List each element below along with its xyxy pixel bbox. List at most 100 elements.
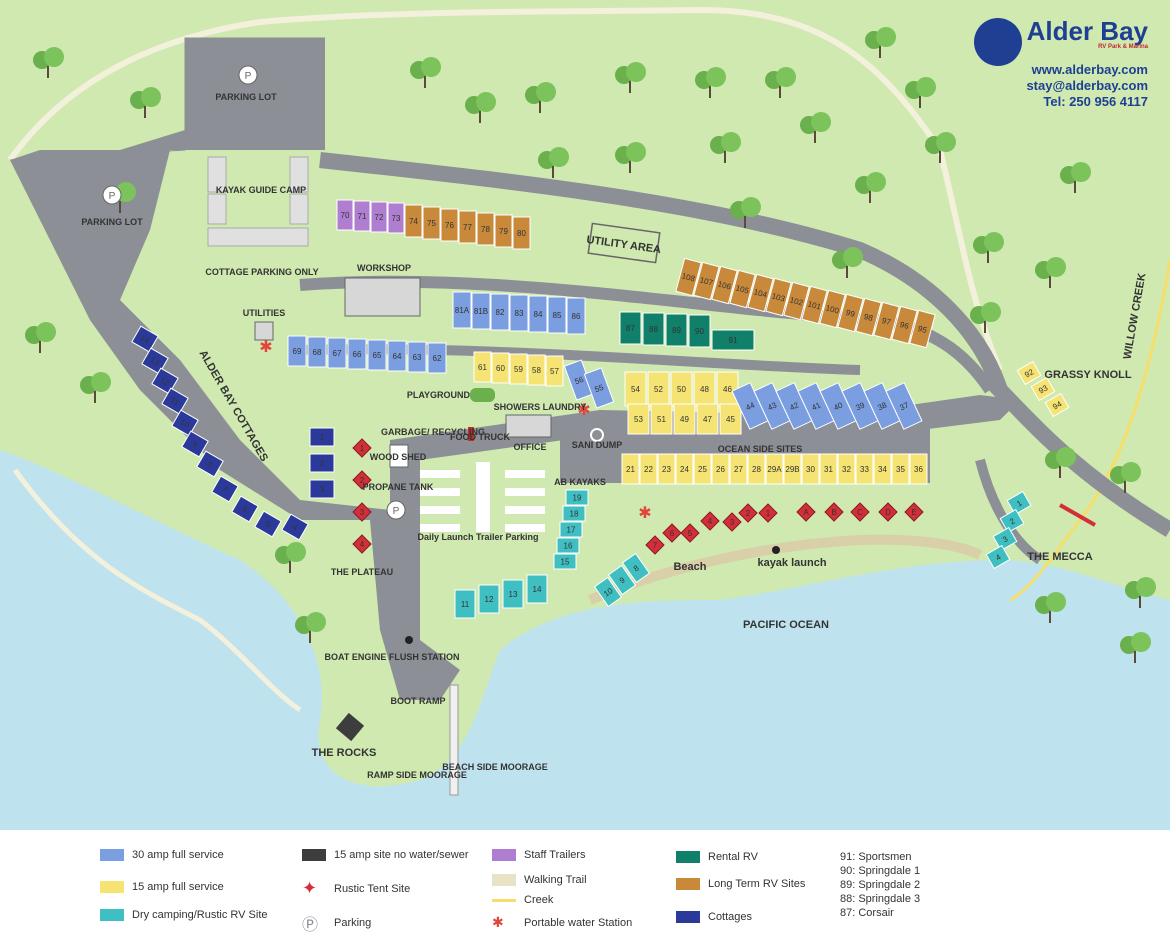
site-50[interactable]: 50 <box>670 371 693 407</box>
cottage-9[interactable]: 9 <box>181 430 209 458</box>
site-28[interactable]: 28 <box>747 453 766 485</box>
rental-site-88[interactable]: 88 <box>642 312 665 346</box>
longterm-site-78[interactable]: 78 <box>476 212 495 246</box>
tent-beach-A[interactable]: A <box>796 502 816 522</box>
site-60[interactable]: 60 <box>491 352 510 384</box>
cottage-5[interactable]: 5 <box>254 510 282 538</box>
dry-site-14[interactable]: 14 <box>526 574 548 604</box>
site-21[interactable]: 21 <box>621 453 640 485</box>
cottage-11[interactable]: 11 <box>161 387 189 415</box>
site-65[interactable]: 65 <box>367 339 387 371</box>
site-26[interactable]: 26 <box>711 453 730 485</box>
dry-site-16[interactable]: 16 <box>556 537 580 554</box>
tent-plateau-4[interactable]: 4 <box>352 534 372 554</box>
website-link[interactable]: www.alderbay.com <box>1031 62 1148 77</box>
site-35[interactable]: 35 <box>891 453 910 485</box>
longterm-site-77[interactable]: 77 <box>458 210 477 244</box>
site-42[interactable]: 42 <box>775 382 813 430</box>
site-46[interactable]: 46 <box>716 371 739 407</box>
site-82[interactable]: 82 <box>490 293 510 331</box>
tent-beach-5[interactable]: 5 <box>680 523 700 543</box>
tent-plateau-3[interactable]: 3 <box>352 502 372 522</box>
site-22[interactable]: 22 <box>639 453 658 485</box>
longterm-site-102[interactable]: 102 <box>783 281 810 321</box>
dry-site-3[interactable]: 3 <box>992 526 1018 552</box>
site-30[interactable]: 30 <box>801 453 820 485</box>
site-93[interactable]: 93 <box>1030 376 1056 402</box>
site-43[interactable]: 43 <box>753 382 791 430</box>
dry-site-8[interactable]: 8 <box>621 552 651 584</box>
longterm-site-100[interactable]: 100 <box>819 289 846 329</box>
cottage-4[interactable]: 4 <box>281 513 309 541</box>
site-66[interactable]: 66 <box>347 338 367 370</box>
staff-site-71[interactable]: 71 <box>353 200 371 232</box>
site-68[interactable]: 68 <box>307 336 327 368</box>
tent-beach-C[interactable]: C <box>850 502 870 522</box>
tent-beach-3[interactable]: 3 <box>722 512 742 532</box>
dry-site-10[interactable]: 10 <box>593 576 623 608</box>
site-33[interactable]: 33 <box>855 453 874 485</box>
dry-site-19[interactable]: 19 <box>565 489 589 506</box>
rental-site-90[interactable]: 90 <box>688 314 711 348</box>
site-37[interactable]: 37 <box>885 382 923 430</box>
tent-plateau-2[interactable]: 2 <box>352 470 372 490</box>
site-64[interactable]: 64 <box>387 340 407 372</box>
longterm-site-79[interactable]: 79 <box>494 214 513 248</box>
longterm-site-80[interactable]: 80 <box>512 216 531 250</box>
site-23[interactable]: 23 <box>657 453 676 485</box>
site-92[interactable]: 92 <box>1016 360 1042 386</box>
dry-site-18[interactable]: 18 <box>562 505 586 522</box>
longterm-site-97[interactable]: 97 <box>873 301 900 341</box>
tent-beach-6[interactable]: 6 <box>662 523 682 543</box>
tent-beach-2[interactable]: 2 <box>738 503 758 523</box>
tent-beach-4[interactable]: 4 <box>700 511 720 531</box>
site-29B[interactable]: 29B <box>783 453 802 485</box>
staff-site-70[interactable]: 70 <box>336 199 354 231</box>
longterm-site-103[interactable]: 103 <box>765 277 792 317</box>
longterm-site-101[interactable]: 101 <box>801 285 828 325</box>
tent-beach-E[interactable]: E <box>904 502 924 522</box>
site-29A[interactable]: 29A <box>765 453 784 485</box>
cottage-3[interactable]: 3 <box>309 479 335 499</box>
dry-site-11[interactable]: 11 <box>454 589 476 619</box>
site-94[interactable]: 94 <box>1044 392 1070 418</box>
dry-site-4[interactable]: 4 <box>985 544 1011 570</box>
dry-site-17[interactable]: 17 <box>559 521 583 538</box>
site-31[interactable]: 31 <box>819 453 838 485</box>
cottage-7[interactable]: 7 <box>211 475 239 503</box>
site-52[interactable]: 52 <box>647 371 670 407</box>
tent-beach-1[interactable]: 1 <box>758 503 778 523</box>
site-81B[interactable]: 81B <box>471 292 491 330</box>
site-83[interactable]: 83 <box>509 294 529 332</box>
site-51[interactable]: 51 <box>650 403 673 435</box>
rental-site-91[interactable]: 91 <box>711 329 755 351</box>
cottage-2[interactable]: 2 <box>309 453 335 473</box>
cottage-8[interactable]: 8 <box>196 450 224 478</box>
site-57[interactable]: 57 <box>545 355 564 387</box>
longterm-site-107[interactable]: 107 <box>693 261 720 301</box>
tent-beach-7[interactable]: 7 <box>645 535 665 555</box>
site-85[interactable]: 85 <box>547 296 567 334</box>
rental-site-87[interactable]: 87 <box>619 311 642 345</box>
longterm-site-98[interactable]: 98 <box>855 297 882 337</box>
site-86[interactable]: 86 <box>566 297 586 335</box>
rental-site-89[interactable]: 89 <box>665 313 688 347</box>
longterm-site-106[interactable]: 106 <box>711 265 738 305</box>
site-34[interactable]: 34 <box>873 453 892 485</box>
cottage-1[interactable]: 1 <box>309 427 335 447</box>
longterm-site-74[interactable]: 74 <box>404 204 423 238</box>
dry-site-12[interactable]: 12 <box>478 584 500 614</box>
site-55[interactable]: 55 <box>583 367 615 409</box>
dry-site-2[interactable]: 2 <box>999 508 1025 534</box>
cottage-13[interactable]: 13 <box>141 347 169 375</box>
dry-site-9[interactable]: 9 <box>607 564 637 596</box>
cottage-12[interactable]: 12 <box>151 367 179 395</box>
longterm-site-76[interactable]: 76 <box>440 208 459 242</box>
cottage-6[interactable]: 6 <box>231 495 259 523</box>
dry-site-15[interactable]: 15 <box>553 553 577 570</box>
site-67[interactable]: 67 <box>327 337 347 369</box>
cottage-10[interactable]: 10 <box>171 409 199 437</box>
cottage-14[interactable]: 14 <box>131 325 159 353</box>
site-61[interactable]: 61 <box>473 351 492 383</box>
site-62[interactable]: 62 <box>427 342 447 374</box>
